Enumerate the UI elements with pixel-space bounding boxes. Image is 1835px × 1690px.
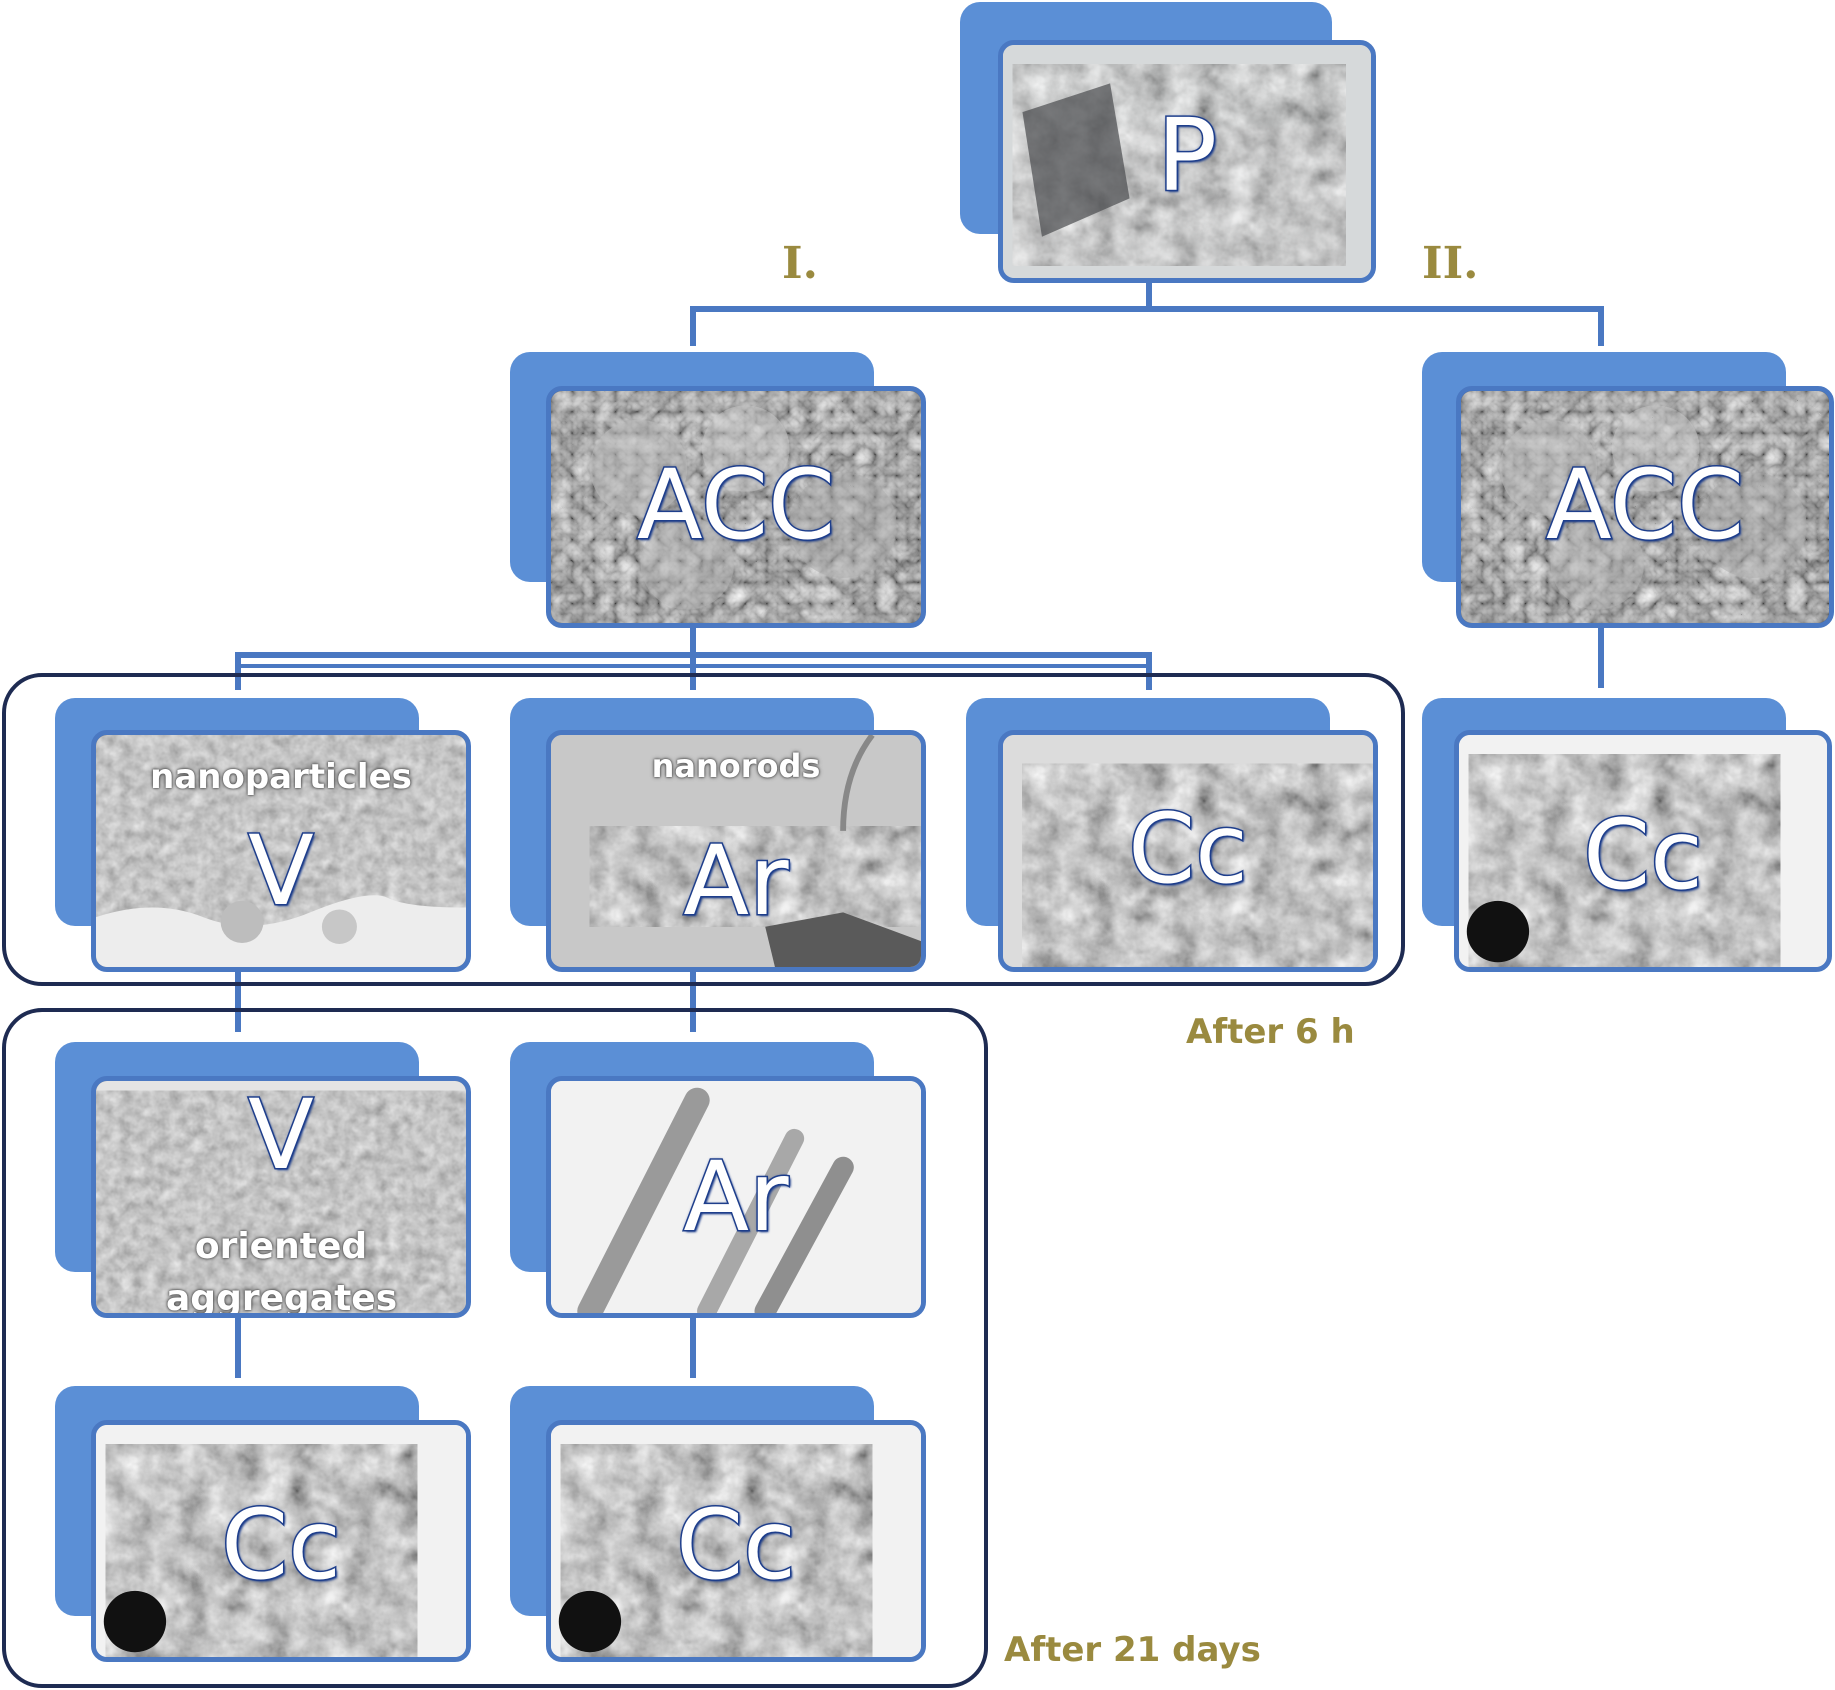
- node-p-label: P: [1155, 96, 1218, 216]
- connector-ar-21d-to-cc: [690, 1316, 696, 1378]
- connector-acc-two-to-cc: [1598, 626, 1604, 688]
- node-ar-6h-label: Ar: [682, 824, 790, 939]
- node-v-6h-label: V: [247, 814, 316, 929]
- node-p: P: [960, 2, 1378, 284]
- after-6h-label: After 6 h: [1186, 1012, 1355, 1052]
- connector-v-6h-to-v-21d: [235, 970, 241, 1032]
- node-cc-from-ar-21d: Cc: [510, 1386, 926, 1662]
- node-v-oriented-aggregates-sublabel: oriented aggregates: [166, 1226, 398, 1318]
- after-21-days-group-frame: [2, 1008, 988, 1688]
- connector-to-acc-one: [690, 306, 696, 346]
- node-acc-one-label: ACC: [635, 448, 836, 563]
- node-ar-nanorods: nanorods Ar: [510, 698, 926, 972]
- node-cc-6h: Cc: [966, 698, 1378, 972]
- connector-to-cc-6h: [1146, 652, 1152, 690]
- node-ar-21d: Ar: [510, 1042, 926, 1318]
- node-v-oriented-aggregates: V oriented aggregates: [55, 1042, 471, 1318]
- node-cc-v-21d-label: Cc: [220, 1488, 343, 1603]
- connector-to-v-6h: [235, 652, 241, 690]
- node-v-21d-label: V: [247, 1079, 316, 1193]
- pathway-one-label: I.: [782, 238, 818, 289]
- connector-to-ar-6h: [690, 652, 696, 690]
- connector-root-stem: [1146, 282, 1152, 312]
- node-cc-two-label: Cc: [1582, 798, 1705, 913]
- connector-ar-6h-to-ar-21d: [690, 970, 696, 1032]
- node-acc-pathway-two: ACC: [1422, 352, 1834, 628]
- pathway-two-label: II.: [1422, 238, 1479, 289]
- node-v-nanoparticles: nanoparticles V: [55, 698, 471, 972]
- node-ar-nanorods-sublabel: nanorods: [651, 747, 821, 785]
- after-6h-group-frame: [2, 673, 1405, 986]
- connector-to-acc-two: [1598, 306, 1604, 346]
- after-21-days-label: After 21 days: [1004, 1630, 1261, 1670]
- node-cc-pathway-two: Cc: [1422, 698, 1832, 972]
- node-cc-ar-21d-label: Cc: [675, 1488, 798, 1603]
- node-cc-from-v-21d: Cc: [55, 1386, 471, 1662]
- node-acc-pathway-one: ACC: [510, 352, 926, 628]
- connector-acc-one-stem: [690, 626, 696, 656]
- connector-v-21d-to-cc: [235, 1316, 241, 1378]
- connector-root-bar: [690, 306, 1604, 312]
- node-v-nanoparticles-sublabel: nanoparticles: [150, 757, 412, 797]
- node-ar-21d-label: Ar: [682, 1140, 790, 1255]
- node-cc-6h-label: Cc: [1127, 792, 1250, 907]
- node-acc-two-label: ACC: [1544, 448, 1745, 563]
